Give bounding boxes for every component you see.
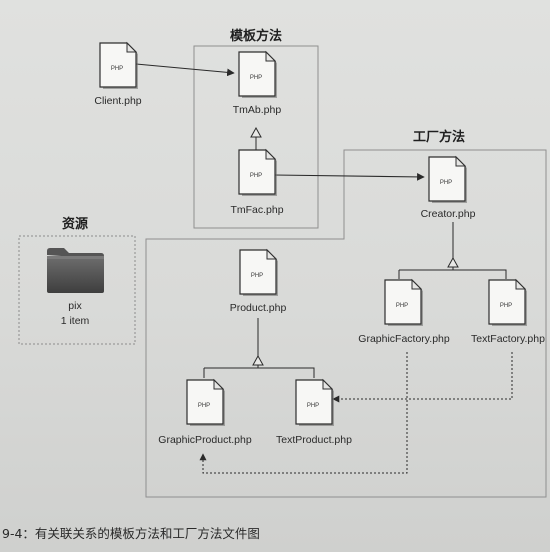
text-product-file: PHP TextProduct.php	[276, 378, 352, 446]
file-type-tag: PHP	[111, 66, 123, 72]
tmfac-file: PHP TmFac.php	[230, 148, 284, 216]
text-factory-to-text-product-dashed	[332, 352, 513, 403]
php-file-icon: PHP	[186, 378, 225, 426]
file-label: GraphicProduct.php	[158, 434, 252, 446]
php-file-icon: PHP	[238, 148, 277, 196]
php-file-icon: PHP	[295, 378, 334, 426]
client-to-tmab-arrow	[135, 63, 235, 77]
figure-caption: 9-4：有关联关系的模板方法和工厂方法文件图	[2, 526, 260, 541]
file-type-tag: PHP	[500, 303, 512, 309]
file-type-tag: PHP	[251, 273, 263, 279]
template-method-frame	[193, 45, 319, 229]
file-type-tag: PHP	[198, 403, 210, 409]
tmfac-to-creator-arrow	[273, 173, 425, 181]
file-label: TmFac.php	[230, 204, 283, 216]
file-label: Client.php	[94, 95, 141, 107]
graphic-factory-to-graphic-product-dashed	[199, 352, 408, 474]
php-file-icon: PHP	[428, 155, 467, 203]
file-label: TmAb.php	[233, 104, 282, 116]
resources-title: 资源	[62, 216, 88, 232]
tmab-file: PHP TmAb.php	[233, 50, 282, 116]
file-label: TextFactory.php	[471, 333, 545, 345]
graphic-product-file: PHP GraphicProduct.php	[158, 378, 252, 446]
folder-item-count: 1 item	[61, 315, 90, 327]
file-type-tag: PHP	[250, 75, 262, 81]
factories-inherit-creator-tree	[398, 222, 507, 279]
php-file-icon: PHP	[488, 278, 527, 326]
creator-file: PHP Creator.php	[421, 155, 476, 220]
file-type-tag: PHP	[396, 303, 408, 309]
file-type-tag: PHP	[250, 173, 262, 179]
file-type-tag: PHP	[440, 180, 452, 186]
template-method-title: 模板方法	[230, 28, 282, 44]
file-label: TextProduct.php	[276, 434, 352, 446]
file-type-tag: PHP	[307, 403, 319, 409]
product-inheritance-triangle	[252, 354, 264, 366]
file-label: Creator.php	[421, 208, 476, 220]
resources-frame	[18, 235, 136, 345]
factory-method-frame	[145, 149, 547, 498]
creator-inheritance-triangle	[447, 256, 459, 268]
graphic-factory-file: PHP GraphicFactory.php	[358, 278, 450, 345]
folder-icon	[47, 248, 104, 293]
products-inherit-product-tree	[203, 318, 315, 378]
text-factory-file: PHP TextFactory.php	[471, 278, 545, 345]
product-file: PHP Product.php	[230, 248, 287, 314]
file-label: Product.php	[230, 302, 287, 314]
factory-method-title: 工厂方法	[413, 129, 465, 145]
client-file: PHP Client.php	[94, 41, 142, 107]
file-label: GraphicFactory.php	[358, 333, 450, 345]
tmfac-inherits-tmab-triangle	[250, 126, 262, 138]
php-file-icon: PHP	[384, 278, 423, 326]
folder-name: pix	[68, 300, 82, 312]
php-file-icon: PHP	[238, 50, 277, 98]
php-file-icon: PHP	[239, 248, 278, 296]
php-file-icon: PHP	[99, 41, 138, 89]
